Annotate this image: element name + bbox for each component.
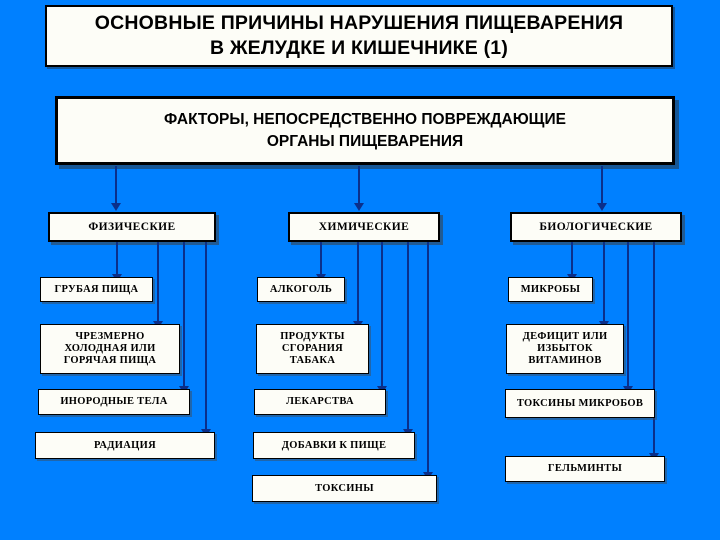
slide-title-line-2: В ЖЕЛУДКЕ И КИШЕЧНИКЕ (1) <box>209 36 509 59</box>
item-box-physical-4: РАДИАЦИЯ <box>35 432 215 459</box>
category-label-biological: БИОЛОГИЧЕСКИЕ <box>539 220 653 233</box>
item-box-chemical-2: ПРОДУКТЫ СГОРАНИЯ ТАБАКА <box>256 324 369 374</box>
root-factors-box: ФАКТОРЫ, НЕПОСРЕДСТВЕННО ПОВРЕЖДАЮЩИЕ ОР… <box>55 96 675 165</box>
item-box-chemical-1: АЛКОГОЛЬ <box>257 277 345 302</box>
arrowhead-root-to-biological <box>597 203 607 211</box>
item-box-chemical-5: ТОКСИНЫ <box>252 475 437 502</box>
connector-chemical-item-5 <box>427 242 429 473</box>
root-factors-line-1: ФАКТОРЫ, НЕПОСРЕДСТВЕННО ПОВРЕЖДАЮЩИЕ <box>164 111 566 129</box>
item-label-physical-4-line-1: РАДИАЦИЯ <box>94 439 156 451</box>
item-label-biological-1-line-1: МИКРОБЫ <box>520 283 581 295</box>
connector-root-to-physical <box>115 166 117 204</box>
item-label-biological-2-line-3: ВИТАМИНОВ <box>528 354 602 366</box>
item-box-physical-3: ИНОРОДНЫЕ ТЕЛА <box>38 389 190 415</box>
connector-chemical-item-4 <box>407 242 409 430</box>
item-label-chemical-2-line-2: СГОРАНИЯ <box>281 343 344 355</box>
arrowhead-root-to-physical <box>111 203 121 211</box>
connector-root-to-chemical <box>358 166 360 204</box>
item-box-chemical-4: ДОБАВКИ К ПИЩЕ <box>253 432 415 459</box>
item-box-biological-2: ДЕФИЦИТ ИЛИ ИЗБЫТОК ВИТАМИНОВ <box>506 324 624 374</box>
item-label-biological-4-line-1: ГЕЛЬМИНТЫ <box>547 463 623 475</box>
arrowhead-root-to-chemical <box>354 203 364 211</box>
item-box-biological-4: ГЕЛЬМИНТЫ <box>505 456 665 482</box>
connector-physical-item-2 <box>157 242 159 322</box>
category-label-physical: ФИЗИЧЕСКИЕ <box>88 220 176 233</box>
category-box-biological: БИОЛОГИЧЕСКИЕ <box>510 212 682 242</box>
item-box-physical-1: ГРУБАЯ ПИЩА <box>40 277 153 302</box>
connector-biological-item-3 <box>627 242 629 387</box>
item-box-biological-3: ТОКСИНЫ МИКРОБОВ <box>505 389 655 418</box>
connector-physical-item-1 <box>116 242 118 275</box>
connector-chemical-item-2 <box>357 242 359 322</box>
slide-title-banner: ОСНОВНЫЕ ПРИЧИНЫ НАРУШЕНИЯ ПИЩЕВАРЕНИЯ В… <box>45 5 673 67</box>
item-label-biological-2-line-1: ДЕФИЦИТ ИЛИ <box>522 331 608 343</box>
item-box-biological-1: МИКРОБЫ <box>508 277 593 302</box>
slide-title-line-1: ОСНОВНЫЕ ПРИЧИНЫ НАРУШЕНИЯ ПИЩЕВАРЕНИЯ <box>94 11 624 34</box>
item-label-chemical-5-line-1: ТОКСИНЫ <box>315 482 374 494</box>
item-label-biological-2-line-2: ИЗБЫТОК <box>537 343 593 355</box>
category-label-chemical: ХИМИЧЕСКИЕ <box>318 220 410 233</box>
connector-biological-item-4 <box>653 242 655 454</box>
category-box-chemical: ХИМИЧЕСКИЕ <box>288 212 440 242</box>
item-label-physical-2-line-1: ЧРЕЗМЕРНО <box>75 331 145 343</box>
connector-physical-item-4 <box>205 242 207 430</box>
item-label-physical-1-line-1: ГРУБАЯ ПИЩА <box>54 283 139 295</box>
connector-chemical-item-1 <box>320 242 322 275</box>
connector-biological-item-2 <box>603 242 605 322</box>
item-label-biological-3-line-1: ТОКСИНЫ МИКРОБОВ <box>516 397 644 409</box>
connector-chemical-item-3 <box>381 242 383 387</box>
item-label-chemical-2-line-1: ПРОДУКТЫ <box>280 331 345 343</box>
root-factors-line-2: ОРГАНЫ ПИЩЕВАРЕНИЯ <box>266 132 464 150</box>
item-box-physical-2: ЧРЕЗМЕРНО ХОЛОДНАЯ ИЛИ ГОРЯЧАЯ ПИЩА <box>40 324 180 374</box>
connector-biological-item-1 <box>571 242 573 275</box>
item-label-physical-2-line-3: ГОРЯЧАЯ ПИЩА <box>63 354 157 366</box>
item-label-chemical-4-line-1: ДОБАВКИ К ПИЩЕ <box>281 439 387 451</box>
item-label-physical-3-line-1: ИНОРОДНЫЕ ТЕЛА <box>60 396 168 408</box>
item-box-chemical-3: ЛЕКАРСТВА <box>254 389 386 415</box>
item-label-physical-2-line-2: ХОЛОДНАЯ ИЛИ <box>64 343 156 355</box>
item-label-chemical-2-line-3: ТАБАКА <box>289 354 336 366</box>
connector-root-to-biological <box>601 166 603 204</box>
item-label-chemical-1-line-1: АЛКОГОЛЬ <box>269 283 333 295</box>
category-box-physical: ФИЗИЧЕСКИЕ <box>48 212 216 242</box>
connector-physical-item-3 <box>183 242 185 387</box>
item-label-chemical-3-line-1: ЛЕКАРСТВА <box>286 396 354 408</box>
